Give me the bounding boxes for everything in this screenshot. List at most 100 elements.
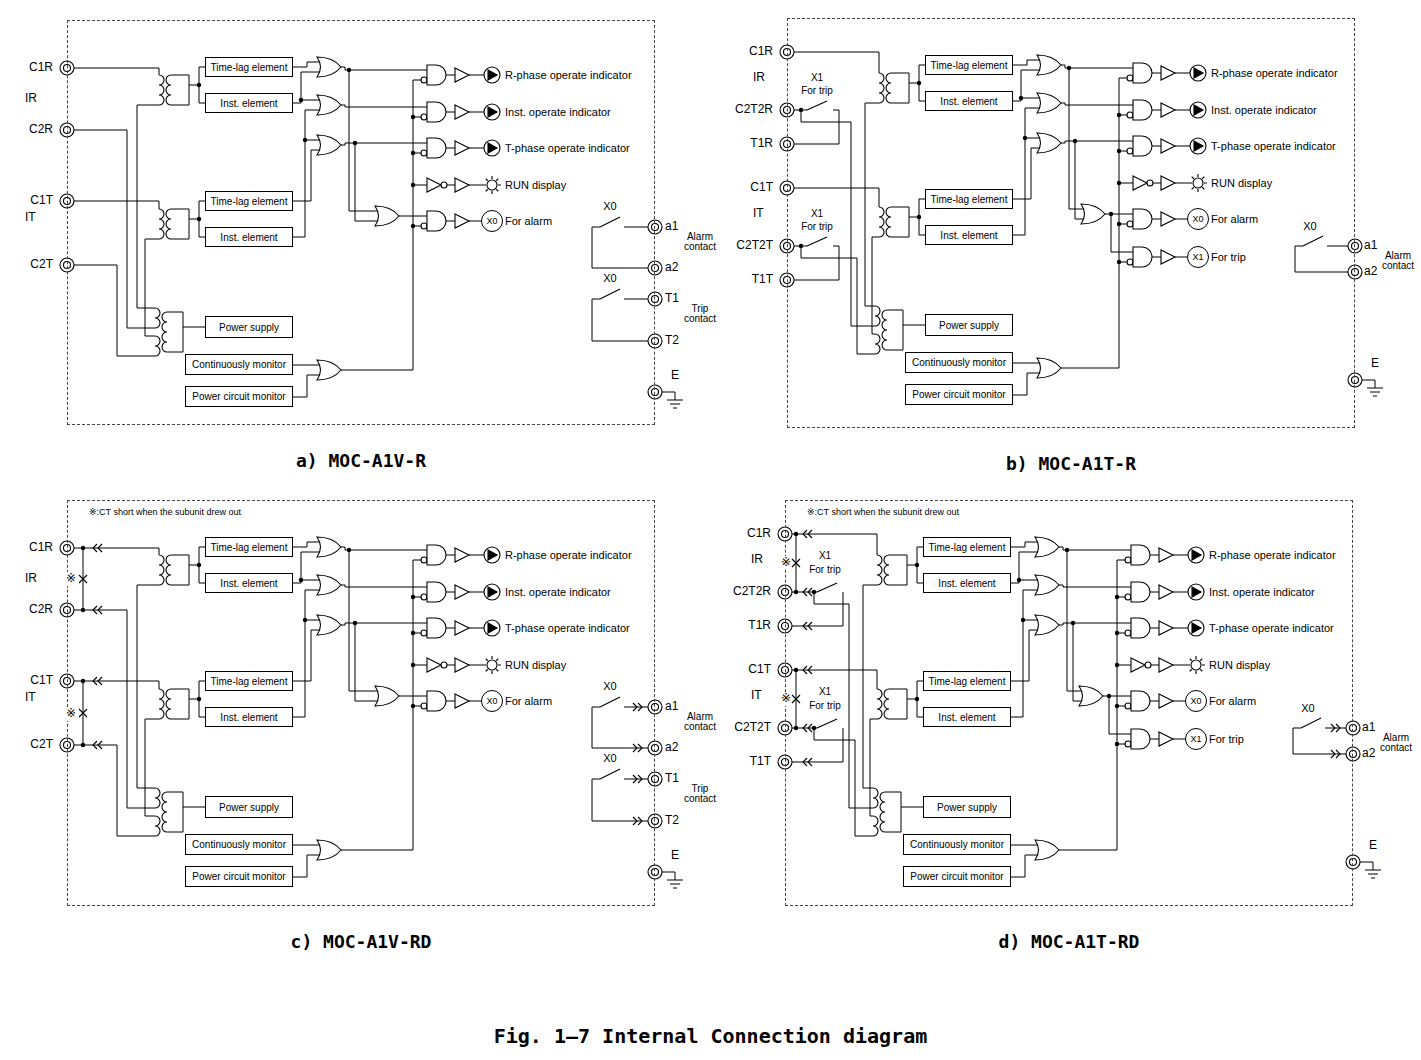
buffer-gate bbox=[427, 658, 441, 672]
wire bbox=[469, 148, 484, 149]
terminal-label: a1 bbox=[1364, 239, 1377, 253]
terminal-label: C2T2R bbox=[733, 585, 771, 599]
drawout-connector bbox=[93, 606, 97, 614]
contact-name: Alarm contact bbox=[1377, 733, 1415, 754]
drawout-connector bbox=[808, 758, 812, 766]
wire bbox=[872, 237, 879, 334]
model-heading: a) MOC-A1V-R bbox=[68, 450, 654, 471]
wire bbox=[446, 701, 455, 702]
ct-secondary bbox=[166, 689, 171, 719]
wiring bbox=[74, 542, 675, 880]
wiring bbox=[794, 52, 1375, 395]
wire bbox=[74, 745, 155, 836]
drawout-connector bbox=[803, 758, 807, 766]
inverter-bubble bbox=[421, 150, 427, 156]
wire bbox=[469, 592, 484, 593]
indicator-lamp bbox=[1188, 547, 1204, 563]
drawout-connector bbox=[803, 588, 807, 596]
wire bbox=[1152, 73, 1161, 74]
wire bbox=[1293, 728, 1301, 754]
ct-secondary bbox=[166, 555, 171, 585]
wire bbox=[349, 70, 378, 211]
ps-primary bbox=[873, 816, 878, 836]
or-gate bbox=[317, 95, 341, 115]
inverter-bubble bbox=[441, 662, 447, 668]
wire bbox=[1059, 623, 1133, 625]
or-gate bbox=[317, 360, 341, 380]
wire bbox=[341, 67, 429, 70]
ct-secondary bbox=[884, 555, 889, 585]
inverter-bubble bbox=[1127, 221, 1133, 227]
terminal-label: C2R bbox=[29, 603, 53, 617]
element-text: Power supply bbox=[219, 802, 279, 813]
model-heading-text: d) MOC-A1T-RD bbox=[999, 931, 1140, 952]
terminal-label: C1R bbox=[29, 541, 53, 555]
indicator-lamp bbox=[488, 107, 497, 117]
relay-coil: X0 bbox=[1187, 208, 1209, 230]
buffer-gate bbox=[1133, 176, 1147, 190]
wire bbox=[1150, 555, 1159, 556]
element-text: X0 bbox=[486, 216, 497, 226]
junction-dot bbox=[1117, 149, 1121, 153]
junction-dot bbox=[411, 224, 415, 228]
drawout-connector bbox=[808, 530, 812, 538]
element-text: X0 bbox=[1192, 214, 1203, 224]
wire bbox=[74, 201, 159, 209]
terminal-label: T1 bbox=[665, 772, 679, 786]
junction-dot bbox=[1117, 222, 1121, 226]
indicator-label: RUN display bbox=[505, 179, 566, 192]
symbols bbox=[60, 57, 683, 408]
wire bbox=[293, 375, 320, 397]
wire bbox=[794, 52, 879, 73]
terminal-symbol bbox=[652, 265, 659, 272]
wire bbox=[469, 75, 484, 76]
wire bbox=[814, 728, 873, 836]
inverter-bubble bbox=[1127, 148, 1133, 154]
wire bbox=[592, 748, 648, 749]
wire bbox=[1150, 592, 1159, 593]
ct-secondary bbox=[166, 75, 171, 105]
drawout-connector bbox=[93, 544, 97, 552]
drawout-connector bbox=[638, 817, 642, 825]
drawout-connector bbox=[803, 622, 807, 630]
wire bbox=[1059, 547, 1133, 550]
wire bbox=[887, 310, 903, 350]
model-heading-text: b) MOC-A1T-R bbox=[1006, 453, 1136, 474]
indicator-label: X0 bbox=[603, 200, 616, 213]
wire bbox=[293, 855, 320, 877]
terminal-symbol bbox=[652, 338, 659, 345]
ct-primary bbox=[877, 689, 882, 719]
terminal-symbol bbox=[652, 296, 659, 303]
wire bbox=[1151, 665, 1159, 666]
wire bbox=[1360, 862, 1373, 870]
junction-dot bbox=[197, 697, 201, 701]
terminal-label: ※ bbox=[781, 692, 791, 706]
wire bbox=[1013, 148, 1040, 199]
contact-label: X1 bbox=[819, 550, 831, 562]
inverter-bubble bbox=[421, 703, 427, 709]
indicator-lamp bbox=[1190, 102, 1206, 118]
terminal-label: ※ bbox=[66, 572, 76, 586]
buffer-gate bbox=[455, 178, 469, 192]
ct-primary bbox=[159, 555, 164, 585]
element-box: Power circuit monitor bbox=[903, 866, 1011, 887]
element-text: Continuously monitor bbox=[192, 839, 286, 850]
model-heading: c) MOC-A1V-RD bbox=[68, 931, 654, 952]
element-box: Power circuit monitor bbox=[905, 384, 1013, 405]
wire bbox=[1013, 70, 1040, 101]
wire bbox=[293, 110, 320, 237]
model-heading-text: c) MOC-A1V-RD bbox=[291, 931, 432, 952]
contact-name: Trip contact bbox=[681, 784, 719, 805]
junction-dot bbox=[81, 546, 85, 550]
wire bbox=[446, 112, 455, 113]
element-text: Time-lag element bbox=[929, 542, 1006, 553]
junction-dot bbox=[81, 679, 85, 683]
indicator-label: For alarm bbox=[505, 215, 552, 228]
wire bbox=[1059, 560, 1117, 850]
wire bbox=[446, 628, 455, 629]
drawout-connector bbox=[93, 677, 97, 685]
wire bbox=[293, 542, 320, 547]
element-text: Inst. element bbox=[220, 232, 277, 243]
wire bbox=[167, 312, 183, 352]
